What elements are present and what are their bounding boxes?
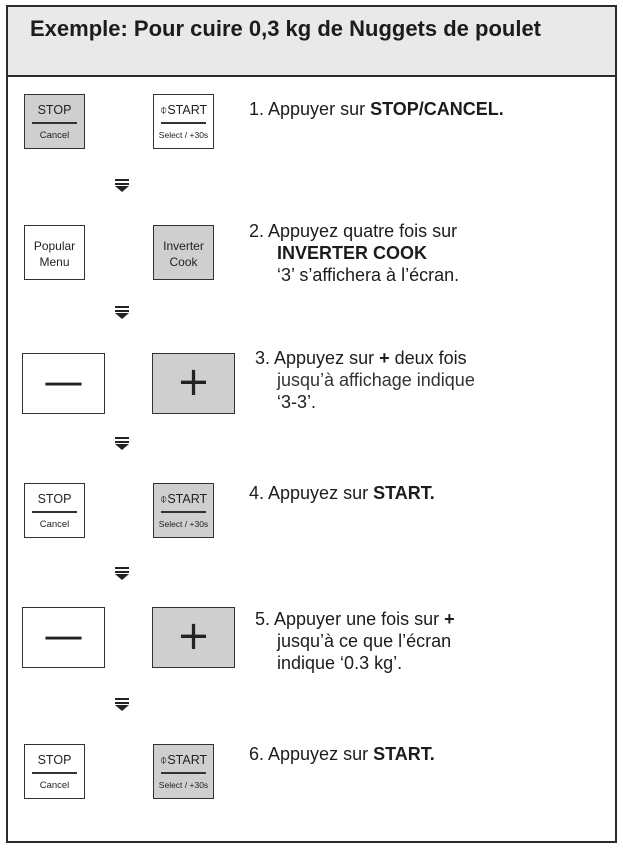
stop-cancel-button[interactable]: STOP Cancel bbox=[24, 744, 85, 799]
step-1-text: 1. Appuyer sur STOP/CANCEL. bbox=[249, 99, 504, 119]
start-label: ⌽START bbox=[159, 753, 208, 767]
button-divider bbox=[161, 511, 206, 513]
step-6-text: 6. Appuyez sur START. bbox=[249, 744, 435, 764]
down-arrow-icon bbox=[114, 178, 130, 192]
stop-cancel-button[interactable]: STOP Cancel bbox=[24, 94, 85, 149]
down-arrow-icon bbox=[114, 697, 130, 711]
step-3-text: 3. Appuyez sur + deux fois jusqu’à affic… bbox=[255, 348, 475, 412]
inverter-label: Inverter bbox=[163, 239, 204, 253]
step-4-text: 4. Appuyez sur START. bbox=[249, 483, 435, 503]
instruction-panel: Exemple: Pour cuire 0,3 kg de Nuggets de… bbox=[6, 5, 617, 843]
start-label: ⌽START bbox=[159, 103, 208, 117]
start-button[interactable]: ⌽START Select / +30s bbox=[153, 483, 214, 538]
cancel-label: Cancel bbox=[39, 780, 70, 791]
select-label: Select / +30s bbox=[158, 130, 209, 140]
step-5-text: 5. Appuyer une fois sur + jusqu’à ce que… bbox=[255, 609, 455, 673]
header: Exemple: Pour cuire 0,3 kg de Nuggets de… bbox=[8, 7, 615, 77]
minus-button[interactable]: — bbox=[22, 607, 105, 668]
stop-label: STOP bbox=[37, 492, 72, 506]
plus-button[interactable]: + bbox=[152, 353, 235, 414]
cancel-label: Cancel bbox=[39, 130, 70, 141]
down-arrow-icon bbox=[114, 305, 130, 319]
page-title: Exemple: Pour cuire 0,3 kg de Nuggets de… bbox=[30, 16, 542, 41]
minus-icon: — bbox=[43, 613, 84, 659]
start-button[interactable]: ⌽START Select / +30s bbox=[153, 94, 214, 149]
stop-label: STOP bbox=[37, 103, 72, 117]
plus-icon: + bbox=[176, 359, 211, 405]
button-divider bbox=[161, 772, 206, 774]
down-arrow-icon bbox=[114, 436, 130, 450]
button-divider bbox=[32, 772, 77, 774]
plus-icon: + bbox=[176, 613, 211, 659]
minus-button[interactable]: — bbox=[22, 353, 105, 414]
button-divider bbox=[32, 122, 77, 124]
popular-label: Popular bbox=[33, 239, 76, 253]
plus-button[interactable]: + bbox=[152, 607, 235, 668]
stop-cancel-button[interactable]: STOP Cancel bbox=[24, 483, 85, 538]
cook-label: Cook bbox=[169, 255, 198, 269]
minus-icon: — bbox=[43, 359, 84, 405]
button-divider bbox=[161, 122, 206, 124]
menu-label: Menu bbox=[39, 255, 70, 269]
inverter-cook-button[interactable]: Inverter Cook bbox=[153, 225, 214, 280]
stop-label: STOP bbox=[37, 753, 72, 767]
select-label: Select / +30s bbox=[158, 519, 209, 529]
step-2-text: 2. Appuyez quatre fois sur INVERTER COOK… bbox=[249, 221, 460, 285]
down-arrow-icon bbox=[114, 566, 130, 580]
popular-menu-button[interactable]: Popular Menu bbox=[24, 225, 85, 280]
select-label: Select / +30s bbox=[158, 780, 209, 790]
start-label: ⌽START bbox=[159, 492, 208, 506]
start-button[interactable]: ⌽START Select / +30s bbox=[153, 744, 214, 799]
cancel-label: Cancel bbox=[39, 519, 70, 530]
button-divider bbox=[32, 511, 77, 513]
